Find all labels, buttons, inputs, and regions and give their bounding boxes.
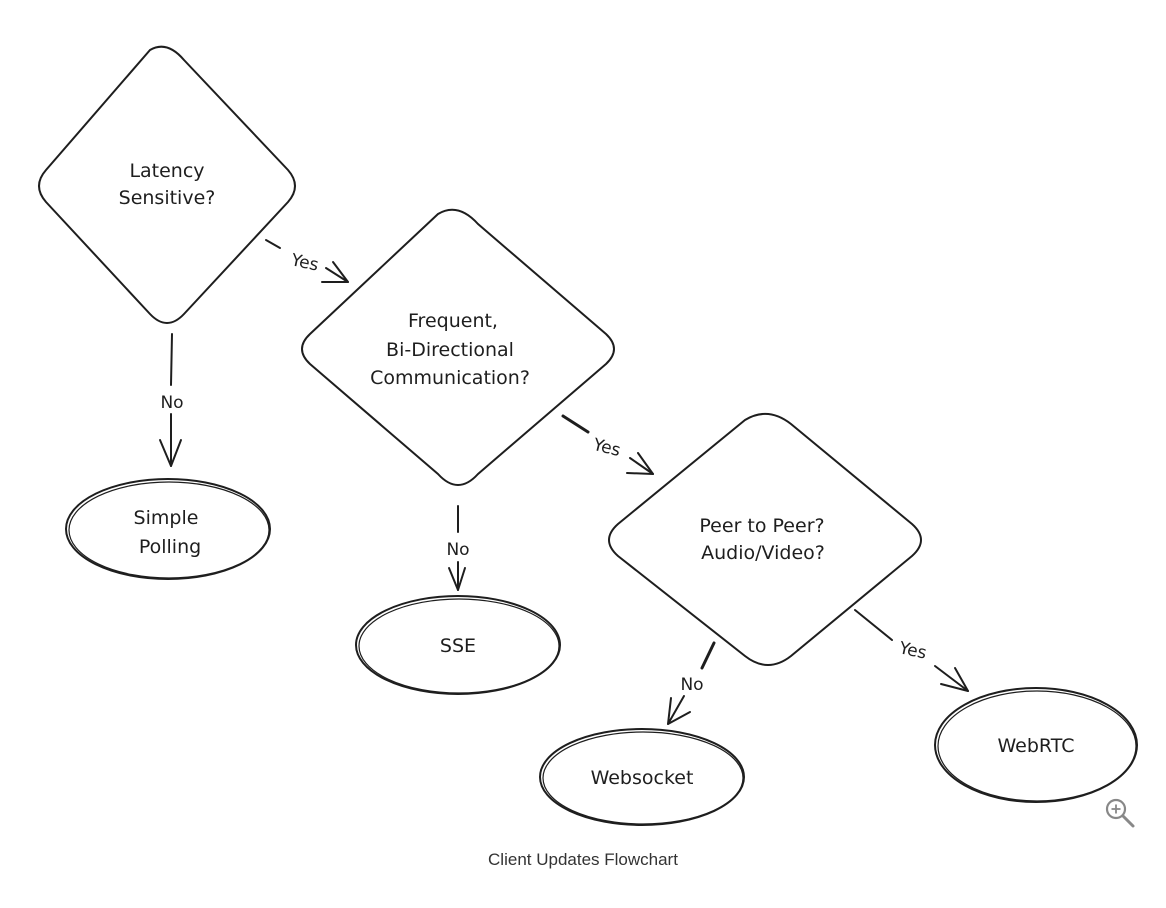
edge-frequent-yes: Yes xyxy=(561,414,654,475)
p2p-line2: Audio/Video? xyxy=(701,542,825,564)
polling-line1: Simple xyxy=(134,507,199,529)
edge-p2p-no: No xyxy=(667,641,716,725)
edge-latency-yes: Yes xyxy=(265,239,349,283)
p2p-line1: Peer to Peer? xyxy=(699,515,824,537)
frequent-line1: Frequent, xyxy=(408,310,498,332)
terminal-sse: SSE xyxy=(355,595,561,695)
frequent-line3: Communication? xyxy=(370,367,530,389)
edge-frequent-no: No xyxy=(446,505,470,591)
figure-caption: Client Updates Flowchart xyxy=(488,850,678,869)
decision-frequent-bidirectional: Frequent, Bi-Directional Communication? xyxy=(301,208,615,486)
decision-peer-to-peer: Peer to Peer? Audio/Video? xyxy=(608,413,922,666)
webrtc-label: WebRTC xyxy=(997,735,1074,757)
latency-line2: Sensitive? xyxy=(119,187,216,209)
zoom-in-icon xyxy=(1105,798,1135,828)
websocket-label: Websocket xyxy=(591,767,694,789)
edge-frequent-yes-label: Yes xyxy=(590,435,623,461)
edge-frequent-no-label: No xyxy=(446,540,469,560)
terminal-webrtc: WebRTC xyxy=(934,687,1138,803)
zoom-in-button[interactable] xyxy=(1103,796,1137,830)
polling-line2: Polling xyxy=(139,536,201,558)
edge-latency-no-label: No xyxy=(160,393,183,413)
edge-latency-no: No xyxy=(159,333,184,467)
terminal-simple-polling: Simple Polling xyxy=(65,478,271,580)
sse-label: SSE xyxy=(440,635,476,657)
edge-latency-yes-label: Yes xyxy=(288,250,320,276)
latency-line1: Latency xyxy=(129,160,204,182)
edge-p2p-no-label: No xyxy=(680,675,703,695)
decision-latency-sensitive: Latency Sensitive? xyxy=(38,45,296,324)
terminal-websocket: Websocket xyxy=(539,728,745,826)
edge-p2p-yes-label: Yes xyxy=(896,638,928,664)
edge-p2p-yes: Yes xyxy=(854,609,969,692)
frequent-line2: Bi-Directional xyxy=(386,339,514,361)
